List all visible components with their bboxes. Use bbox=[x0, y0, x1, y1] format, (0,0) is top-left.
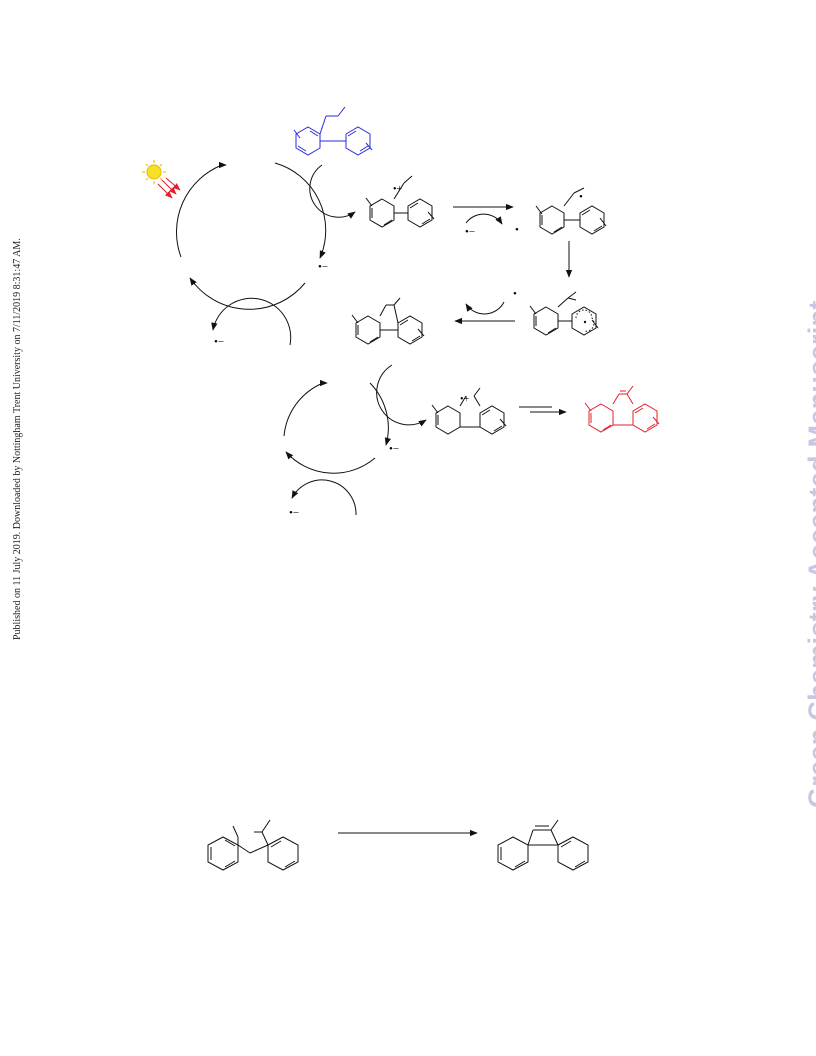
phenanthrene-radical-cation bbox=[431, 387, 507, 435]
radical-cation-label: •+ bbox=[460, 394, 470, 405]
radical-label: • bbox=[515, 224, 519, 236]
radical-anion-label: •− bbox=[389, 443, 399, 455]
catalytic-cycle-2 bbox=[283, 364, 427, 516]
radical-anion-label: •− bbox=[318, 261, 328, 273]
cyclized-intermediate bbox=[351, 297, 425, 345]
radical-anion-label: •− bbox=[289, 507, 299, 519]
cyclohexadienyl-intermediate bbox=[529, 291, 599, 336]
sun-icon bbox=[142, 160, 166, 184]
radical-label: • bbox=[579, 191, 583, 203]
multistep-arrow bbox=[519, 406, 567, 416]
phenanthrene-product bbox=[584, 385, 660, 433]
radical-intermediate bbox=[535, 187, 607, 235]
radical-anion-label: •− bbox=[465, 226, 475, 238]
bottom-product bbox=[497, 819, 589, 871]
radical-anion-label: •− bbox=[214, 336, 224, 348]
oxidation-arrow bbox=[454, 301, 515, 325]
radical-cation-label: •+ bbox=[393, 184, 403, 195]
catalytic-cycle-1 bbox=[176, 161, 356, 346]
substrate-molecule bbox=[293, 106, 373, 156]
radical-label: • bbox=[513, 288, 517, 300]
deprotonation-arrow bbox=[453, 203, 514, 225]
light-rays-icon bbox=[157, 177, 181, 199]
radical-dot bbox=[583, 320, 587, 324]
bottom-starting-material bbox=[207, 819, 299, 871]
radical-cation-intermediate bbox=[365, 175, 435, 228]
